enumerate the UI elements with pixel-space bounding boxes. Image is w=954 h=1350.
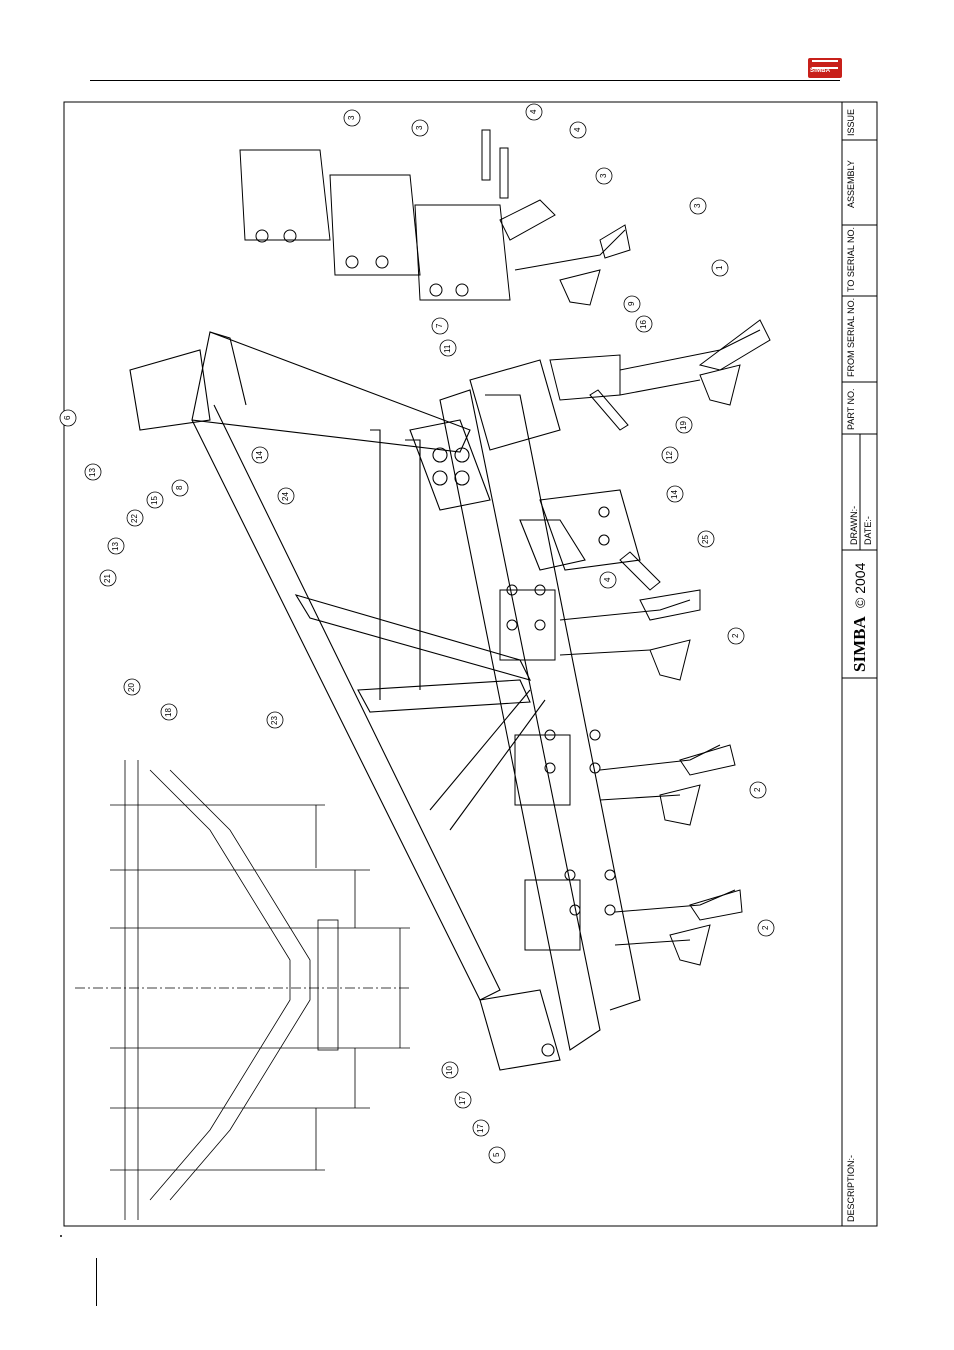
callout-number: 16 (640, 320, 648, 329)
tb-assembly: ASSEMBLY (847, 160, 856, 208)
callout-number: 22 (131, 514, 139, 523)
callout-number: 2 (762, 926, 770, 930)
callout-number: 18 (165, 708, 173, 717)
callout-number: 14 (256, 451, 264, 460)
callout-number: 4 (604, 578, 612, 582)
tb-from-serial: FROM SERIAL NO. (847, 298, 856, 377)
callout-number: 2 (732, 634, 740, 638)
tb-drawn: DRAWN:- (850, 506, 859, 545)
callout-number: 14 (671, 490, 679, 499)
main-frame-beam-b (192, 405, 500, 1000)
callout-number: 4 (530, 110, 538, 114)
callout-number: 23 (271, 716, 279, 725)
callout-number: 1 (716, 266, 724, 270)
callout-number: 12 (666, 451, 674, 460)
callout-number: 2 (754, 788, 762, 792)
callout-number: 5 (493, 1153, 501, 1157)
tb-date: DATE:- (864, 516, 873, 545)
callout-number: 24 (282, 492, 290, 501)
callouts (60, 104, 774, 1163)
callout-number: 17 (477, 1124, 485, 1133)
callout-number: 10 (446, 1066, 454, 1075)
leg-assembly-3 (525, 870, 742, 965)
leg-assembly-1 (500, 585, 700, 680)
callout-number: 11 (444, 344, 452, 352)
tb-part-no: PART NO. (847, 388, 856, 430)
tb-description: DESCRIPTION:- (847, 1155, 856, 1222)
footer-rule (96, 1258, 97, 1306)
leg-assembly-2 (515, 730, 735, 825)
callout-number: 19 (680, 421, 688, 430)
toolbar-beam (440, 390, 600, 1050)
callout-number: 9 (628, 302, 636, 306)
callout-number: 21 (104, 574, 112, 583)
plan-view (75, 760, 410, 1220)
callout-number: 7 (436, 324, 444, 328)
callout-number: 13 (112, 542, 120, 551)
main-frame-beam-a (192, 332, 470, 452)
tb-issue: ISSUE (847, 109, 856, 136)
callout-number: 17 (459, 1096, 467, 1105)
callout-number: 8 (176, 486, 184, 490)
callout-number: 15 (151, 496, 159, 505)
callout-number: 3 (348, 116, 356, 120)
callout-number: 4 (574, 128, 582, 132)
callout-number: 20 (128, 683, 136, 692)
callout-number: 6 (64, 416, 72, 420)
tb-to-serial: TO SERIAL NO. (847, 227, 856, 292)
tb-copyright: © 2004 (853, 563, 867, 608)
tb-simba-logo: SIMBA (851, 616, 868, 672)
main-frame-rear (296, 595, 530, 680)
callout-number: 25 (702, 535, 710, 544)
page-mark (60, 1235, 62, 1237)
leg-variant-group (240, 130, 630, 305)
callout-number: 3 (416, 126, 424, 130)
callout-number: 13 (89, 468, 97, 477)
callout-number: 3 (600, 174, 608, 178)
callout-number: 3 (694, 204, 702, 208)
drawing-frame (64, 102, 877, 1226)
